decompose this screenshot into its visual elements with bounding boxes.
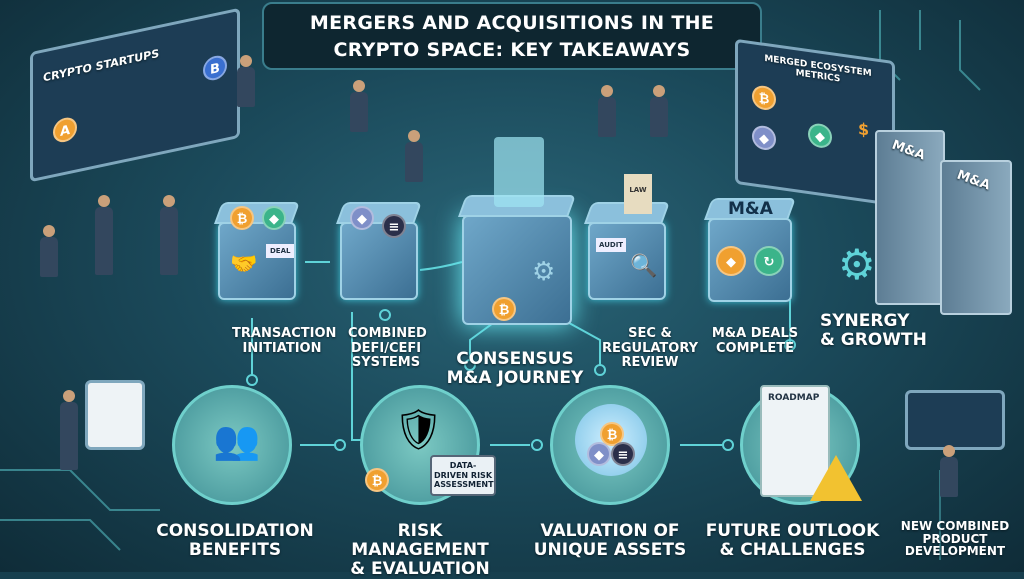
presenter-figure bbox=[60, 390, 78, 470]
deals-complete-cube: M&A ◆ ↻ bbox=[703, 198, 797, 302]
takeaway-line: VALUATION OF bbox=[540, 521, 680, 541]
consensus-cube: ₿ ⚙ bbox=[457, 137, 577, 325]
handshake-icon: 🤝 bbox=[230, 252, 258, 277]
businessperson-figure bbox=[350, 80, 368, 132]
risk-assessment-card: DATA-DRIVEN RISK ASSESSMENT bbox=[430, 455, 496, 496]
presentation-chart bbox=[85, 380, 145, 450]
magnifier-icon: 🔍 bbox=[630, 254, 658, 279]
crypto-startups-label: CRYPTO STARTUPS bbox=[43, 46, 160, 85]
ethereum-icon: ◆ bbox=[262, 206, 286, 230]
developer-monitors bbox=[905, 390, 1005, 450]
combined-systems-cube: ◆ ≡ bbox=[335, 202, 423, 300]
valuation-circle: ₿ ◆ ≡ bbox=[550, 385, 670, 505]
new-product-label: NEW COMBINED PRODUCT DEVELOPMENT bbox=[890, 520, 1020, 558]
center-title-line-1: CONSENSUS bbox=[456, 349, 574, 369]
takeaway-risk: RISK MANAGEMENT& EVALUATION bbox=[335, 521, 505, 579]
refresh-coin-icon: ↻ bbox=[754, 246, 784, 276]
gear-icon: ⚙ bbox=[532, 257, 556, 287]
takeaway-line: UNIQUE ASSETS bbox=[533, 540, 687, 561]
title-line-2: CRYPTO SPACE: KEY TAKEAWAYS bbox=[333, 39, 691, 61]
step-combined-systems: COMBINED DEFI/CEFI SYSTEMS bbox=[348, 326, 427, 371]
takeaway-future: FUTURE OUTLOOK& CHALLENGES bbox=[705, 521, 880, 561]
roadmap-label: ROADMAP bbox=[768, 393, 820, 403]
takeaway-line: FUTURE OUTLOOK bbox=[705, 521, 880, 541]
bitcoin-icon: ₿ bbox=[752, 84, 776, 112]
merged-ecosystem-metrics-screen: MERGED ECOSYSTEM METRICS ₿ ◆ ◆ $ bbox=[735, 38, 895, 207]
hologram-document bbox=[494, 137, 544, 207]
businessperson-figure bbox=[237, 55, 255, 107]
businessperson-figure bbox=[598, 85, 616, 137]
ethereum-icon: ◆ bbox=[808, 122, 832, 150]
businessperson-figure bbox=[405, 130, 423, 182]
ethereum-icon: ◆ bbox=[350, 206, 374, 230]
server-label: M&A bbox=[889, 137, 928, 164]
step-deals-complete: M&A DEALS COMPLETE bbox=[711, 326, 799, 356]
title-line-1: MERGERS AND ACQUISITIONS IN THE bbox=[309, 12, 715, 34]
consolidation-circle: 👥 bbox=[172, 385, 292, 505]
startup-a-badge: A bbox=[53, 115, 77, 145]
takeaway-line: BENEFITS bbox=[188, 540, 282, 561]
bitcoin-icon: ₿ bbox=[492, 297, 516, 321]
takeaway-line: RISK MANAGEMENT bbox=[351, 521, 489, 561]
server-label: M&A bbox=[954, 167, 993, 194]
new-product-line: DEVELOPMENT bbox=[904, 544, 1006, 559]
step-transaction-initiation: TRANSACTION INITIATION bbox=[232, 326, 337, 356]
law-book: LAW bbox=[624, 174, 652, 214]
transaction-initiation-cube: ₿ ◆ 🤝 DEAL bbox=[213, 202, 301, 300]
dollar-icon: $ bbox=[858, 119, 870, 140]
businessperson-figure bbox=[650, 85, 668, 137]
ethereum-icon: ◆ bbox=[752, 124, 776, 152]
growth-gear-icon: ⚙ bbox=[838, 240, 876, 289]
server-rack: M&A bbox=[875, 130, 945, 305]
bitcoin-icon: ₿ bbox=[365, 468, 389, 492]
center-title: CONSENSUS M&A JOURNEY bbox=[440, 349, 590, 389]
warning-icon bbox=[810, 455, 862, 501]
ethereum-coin-icon: ◆ bbox=[716, 246, 746, 276]
businessperson-figure bbox=[160, 195, 178, 275]
center-title-line-2: M&A JOURNEY bbox=[446, 368, 584, 389]
team-icon: 👥 bbox=[213, 418, 261, 462]
ma-label: M&A bbox=[728, 199, 773, 219]
new-product-line: PRODUCT bbox=[922, 531, 988, 546]
page-title: MERGERS AND ACQUISITIONS IN THE CRYPTO S… bbox=[262, 2, 762, 70]
step-regulatory-review: SEC & REGULATORY REVIEW bbox=[601, 326, 699, 371]
new-product-line: NEW COMBINED bbox=[900, 519, 1010, 533]
businessperson-figure bbox=[95, 195, 113, 275]
startup-b-badge: B bbox=[203, 53, 227, 83]
developer-figure bbox=[940, 445, 958, 497]
takeaway-line: & CHALLENGES bbox=[719, 540, 866, 561]
ethereum-icon: ◆ bbox=[587, 442, 611, 466]
regulatory-review-cube: LAW AUDIT 🔍 bbox=[583, 174, 671, 300]
bitcoin-icon: ₿ bbox=[230, 206, 254, 230]
audit-document: AUDIT bbox=[596, 238, 627, 252]
solana-icon: ≡ bbox=[382, 214, 406, 238]
deal-document: DEAL bbox=[266, 244, 295, 258]
solana-icon: ≡ bbox=[611, 442, 635, 466]
shield-lock-icon: 🛡 bbox=[393, 407, 444, 453]
server-rack: M&A bbox=[940, 160, 1012, 315]
businessperson-figure bbox=[40, 225, 58, 277]
takeaway-line: CONSOLIDATION bbox=[156, 521, 314, 541]
step-synergy-growth: SYNERGY & GROWTH bbox=[820, 311, 927, 351]
takeaway-line: & EVALUATION bbox=[350, 559, 490, 579]
